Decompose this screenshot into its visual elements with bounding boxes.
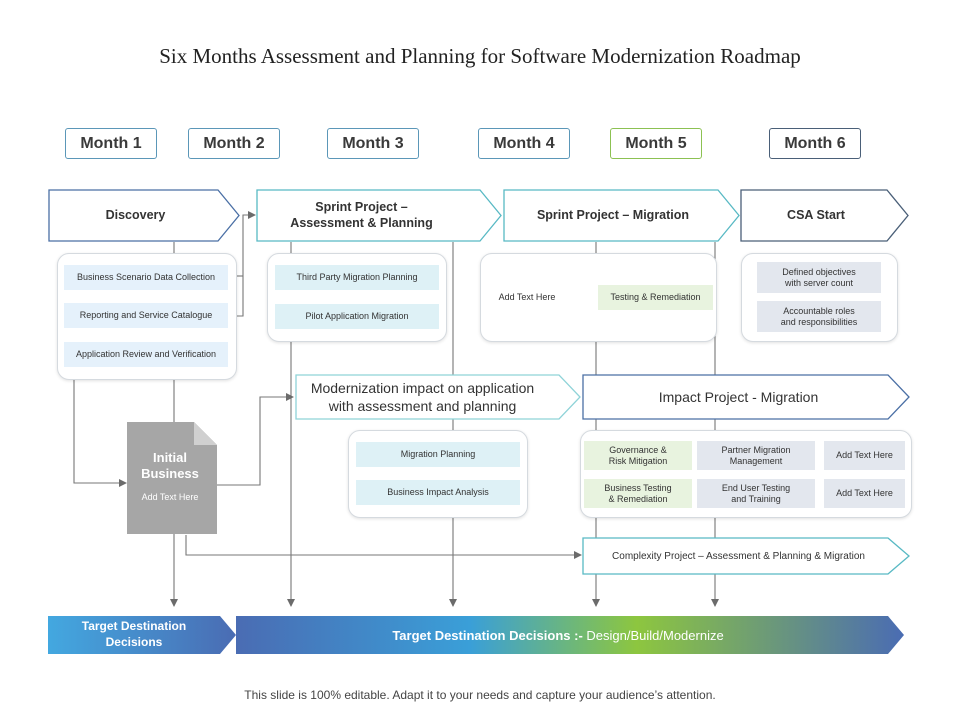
complexity-project: Complexity Project – Assessment & Planni… bbox=[582, 537, 911, 575]
impact-item-line1: End User Testing bbox=[721, 482, 791, 493]
csa-item-line2: and responsibilities bbox=[780, 316, 858, 327]
assessment-item: Pilot Application Migration bbox=[275, 304, 439, 329]
page-title: Six Months Assessment and Planning for S… bbox=[159, 44, 801, 68]
modernization-line1: Modernization impact on application bbox=[310, 379, 535, 396]
phase-discovery: Discovery bbox=[48, 189, 241, 242]
phase-sprint-assessment-line2: Assessment & Planning bbox=[290, 215, 433, 230]
impact-item-line2: Management bbox=[729, 455, 783, 466]
impact-project-label: Impact Project - Migration bbox=[658, 388, 819, 405]
footer-note: This slide is 100% editable. Adapt it to… bbox=[244, 688, 716, 702]
chevron-shape bbox=[256, 189, 502, 242]
modernization-line2: with assessment and planning bbox=[328, 398, 517, 414]
phase-sprint-migration-label: Sprint Project – Migration bbox=[536, 207, 690, 222]
chevron-shape bbox=[582, 374, 910, 420]
impact-item-line2: and Training bbox=[731, 493, 781, 504]
phase-sprint-assessment-line1: Sprint Project – bbox=[315, 199, 408, 214]
chevron-shape bbox=[295, 374, 581, 420]
discovery-item: Application Review and Verification bbox=[64, 342, 228, 367]
impact-item-line1: Governance & bbox=[609, 444, 667, 455]
month-3-label: Month 3 bbox=[327, 128, 419, 159]
impact-item-line1: Partner Migration bbox=[721, 444, 791, 455]
impact-item-line1: Business Testing bbox=[604, 482, 672, 493]
band-shape bbox=[236, 616, 904, 654]
migration-item: Testing & Remediation bbox=[598, 285, 713, 310]
target-left-line2: Decisions bbox=[105, 635, 163, 649]
band-shape bbox=[48, 616, 236, 654]
chevron-shape bbox=[48, 189, 240, 242]
impact-item: Business Testing& Remediation bbox=[584, 479, 692, 508]
chevron-shape bbox=[503, 189, 740, 242]
initial-business-sub: Add Text Here bbox=[141, 491, 199, 502]
document-icon bbox=[127, 422, 217, 534]
discovery-item: Business Scenario Data Collection bbox=[64, 265, 228, 290]
phase-discovery-label: Discovery bbox=[105, 207, 166, 222]
impact-project: Impact Project - Migration bbox=[582, 374, 911, 420]
impact-item: Governance &Risk Mitigation bbox=[584, 441, 692, 470]
month-5-label: Month 5 bbox=[610, 128, 702, 159]
complexity-project-label: Complexity Project – Assessment & Planni… bbox=[612, 550, 865, 562]
month-6-label: Month 6 bbox=[769, 128, 861, 159]
impact-item: Add Text Here bbox=[824, 479, 905, 508]
phase-csa-start-label: CSA Start bbox=[787, 207, 845, 222]
month-2-label: Month 2 bbox=[188, 128, 280, 159]
phase-csa-start: CSA Start bbox=[740, 189, 910, 242]
csa-item-line1: Accountable roles bbox=[783, 305, 855, 316]
initial-business-line2: Business bbox=[141, 466, 199, 482]
assessment-item: Third Party Migration Planning bbox=[275, 265, 439, 290]
migration-item: Add Text Here bbox=[488, 285, 566, 310]
month-4-label: Month 4 bbox=[478, 128, 570, 159]
target-main-rest: Design/Build/Modernize bbox=[586, 627, 724, 643]
impact-item: Add Text Here bbox=[824, 441, 905, 470]
modernization-impact: Modernization impact on application with … bbox=[295, 374, 582, 420]
phase-sprint-migration: Sprint Project – Migration bbox=[503, 189, 741, 242]
planning-item: Migration Planning bbox=[356, 442, 520, 467]
phase-sprint-assessment: Sprint Project –Assessment & Planning bbox=[256, 189, 503, 242]
chevron-shape bbox=[740, 189, 909, 242]
csa-item-line2: with server count bbox=[784, 277, 853, 288]
initial-business-line1: Initial bbox=[153, 450, 187, 465]
target-main-bold: Target Destination Decisions :- bbox=[392, 627, 587, 643]
chevron-shape bbox=[582, 537, 910, 575]
target-left-line1: Target Destination bbox=[81, 619, 187, 634]
planning-item: Business Impact Analysis bbox=[356, 480, 520, 505]
target-destination-main: Target Destination Decisions :- Design/B… bbox=[236, 616, 904, 654]
month-1-label: Month 1 bbox=[65, 128, 157, 159]
impact-item-line2: Risk Mitigation bbox=[608, 455, 668, 466]
csa-item-line1: Defined objectives bbox=[782, 266, 856, 277]
impact-item-line2: & Remediation bbox=[608, 493, 668, 504]
discovery-item: Reporting and Service Catalogue bbox=[64, 303, 228, 328]
